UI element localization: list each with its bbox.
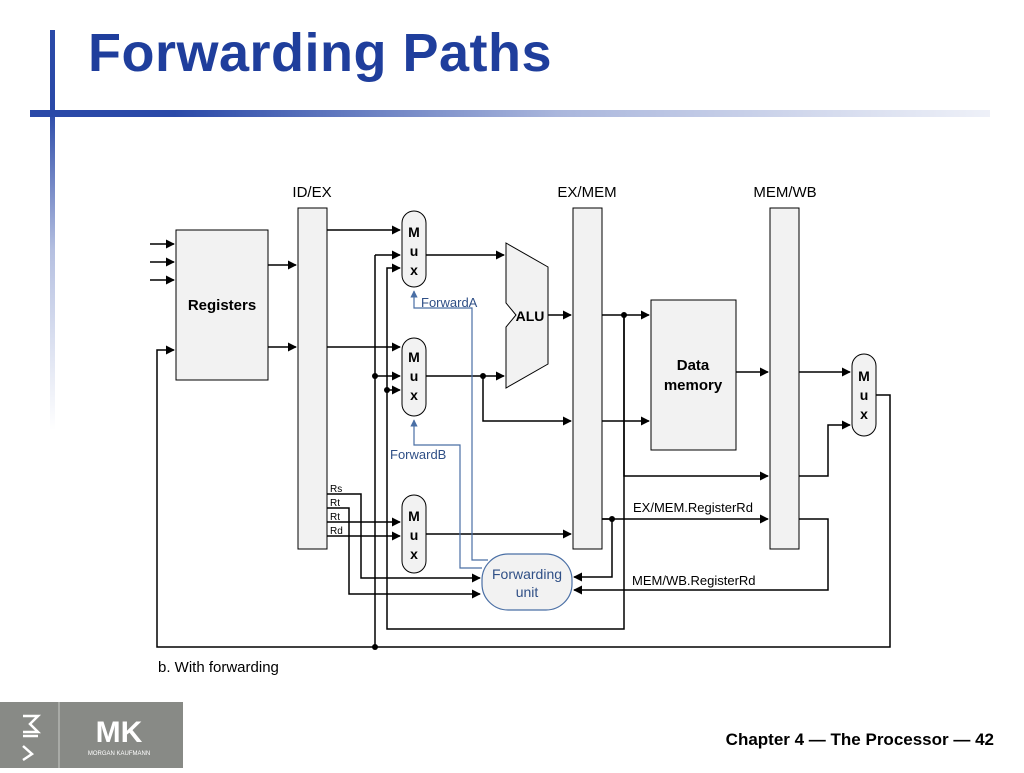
registers-label: Registers (188, 297, 256, 314)
svg-text:u: u (410, 243, 419, 259)
svg-text:M: M (408, 224, 420, 240)
ex-mem-register (572, 207, 603, 550)
data-memory-block (650, 299, 737, 451)
rd-label: Rd (330, 526, 343, 537)
mem-wb-register (769, 207, 800, 550)
diagram-caption: b. With forwarding (158, 659, 279, 676)
data-memory-label-line1: Data (677, 357, 710, 374)
rt-label-2: Rt (330, 512, 340, 523)
data-memory-label-line2: memory (664, 377, 723, 394)
rt-label-1: Rt (330, 498, 340, 509)
alu-label: ALU (516, 308, 545, 324)
svg-text:M: M (858, 368, 870, 384)
accent-vertical-bar (50, 30, 55, 430)
forwarding-unit (481, 553, 573, 611)
svg-text:M: M (408, 508, 420, 524)
forwarding-unit-label-line2: unit (516, 584, 539, 600)
forwarding-datapath-diagram: ID/EX EX/MEM MEM/WB Registers Data memor… (150, 184, 891, 676)
registers-block (175, 229, 269, 381)
junction-dots (372, 312, 627, 650)
forwarding-unit-label-line1: Forwarding (492, 566, 562, 582)
forward-b-label: ForwardB (390, 447, 446, 462)
logo-mark: MK (96, 716, 143, 749)
slide-title: Forwarding Paths (88, 23, 553, 83)
slide-footer: Chapter 4 — The Processor — 42 (725, 730, 994, 749)
forward-a-label: ForwardA (421, 295, 478, 310)
mux-forward-b: M u x (401, 337, 427, 417)
svg-text:x: x (860, 406, 868, 422)
forward-control-wires (410, 290, 488, 569)
register-input-arrows (150, 239, 175, 285)
id-ex-register (297, 207, 328, 550)
mux-forward-a: M u x (401, 210, 427, 288)
mem-wb-registerrd-label: MEM/WB.RegisterRd (632, 573, 756, 588)
svg-text:u: u (410, 368, 419, 384)
svg-text:M: M (408, 349, 420, 365)
mem-wb-label: MEM/WB (753, 184, 816, 201)
logo-side-glyph-icon (22, 714, 42, 762)
id-ex-label: ID/EX (292, 184, 331, 201)
ex-mem-registerrd-label: EX/MEM.RegisterRd (633, 500, 753, 515)
mux-register-dest: M u x (401, 494, 427, 574)
svg-text:u: u (410, 527, 419, 543)
logo-subtext: MORGAN KAUFMANN (88, 751, 150, 757)
mux-writeback: M u x (851, 353, 877, 437)
rs-label: Rs (330, 484, 342, 495)
svg-text:u: u (860, 387, 869, 403)
svg-text:x: x (410, 262, 418, 278)
svg-text:x: x (410, 546, 418, 562)
ex-mem-label: EX/MEM (557, 184, 616, 201)
svg-text:x: x (410, 387, 418, 403)
accent-horizontal-bar (30, 110, 990, 117)
publisher-logo: MK MORGAN KAUFMANN (0, 702, 183, 768)
alu-shape (505, 242, 549, 389)
